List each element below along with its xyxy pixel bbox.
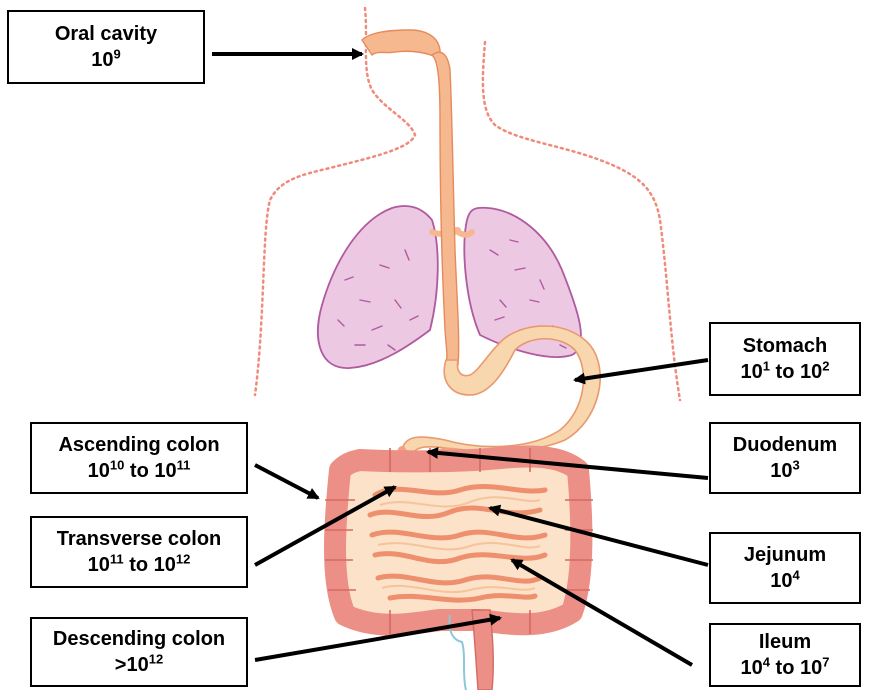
bacteria-count: 104 to 107 <box>741 655 830 681</box>
region-name: Stomach <box>743 333 827 359</box>
count-base: 10 <box>770 460 792 482</box>
count-exponent: 11 <box>177 457 191 472</box>
count-base: 10 <box>88 554 110 576</box>
count-exponent: 12 <box>176 551 190 566</box>
count-text: to <box>124 460 154 482</box>
region-name: Jejunum <box>744 542 826 568</box>
region-name: Ascending colon <box>58 432 219 458</box>
count-exponent: 2 <box>822 358 829 373</box>
count-text: to <box>770 361 800 383</box>
label-ileum: Ileum 104 to 107 <box>709 623 861 687</box>
label-descending-colon: Descending colon >1012 <box>30 617 248 687</box>
label-jejunum: Jejunum 104 <box>709 532 861 604</box>
bacteria-count: >1012 <box>115 652 163 678</box>
bacteria-count: 1011 to 1012 <box>88 552 191 578</box>
count-base: 10 <box>800 657 822 679</box>
count-base: 10 <box>154 554 176 576</box>
count-exponent: 12 <box>149 651 163 666</box>
label-duodenum: Duodenum 103 <box>709 422 861 494</box>
label-oral-cavity: Oral cavity 109 <box>7 10 205 84</box>
count-base: 10 <box>154 460 176 482</box>
label-ascending-colon: Ascending colon 1010 to 1011 <box>30 422 248 494</box>
count-base: 10 <box>91 49 113 71</box>
region-name: Descending colon <box>53 626 225 652</box>
count-exponent: 1 <box>763 358 770 373</box>
arrow-ascending-colon <box>255 465 318 498</box>
count-exponent: 7 <box>822 654 829 669</box>
bacteria-count: 101 to 102 <box>741 359 830 385</box>
bacteria-count: 109 <box>91 47 120 73</box>
bacteria-count: 1010 to 1011 <box>88 458 191 484</box>
count-exponent: 4 <box>793 567 800 582</box>
region-name: Ileum <box>759 629 811 655</box>
label-transverse-colon: Transverse colon 1011 to 1012 <box>30 516 248 588</box>
count-text: > <box>115 654 127 676</box>
count-base: 10 <box>741 361 763 383</box>
left-lung <box>318 206 438 368</box>
colon <box>325 448 593 634</box>
bacteria-count: 103 <box>770 458 799 484</box>
count-base: 10 <box>88 460 110 482</box>
region-name: Duodenum <box>733 432 837 458</box>
count-base: 10 <box>800 361 822 383</box>
count-exponent: 10 <box>110 457 124 472</box>
count-exponent: 4 <box>763 654 770 669</box>
label-stomach: Stomach 101 to 102 <box>709 322 861 396</box>
bacteria-count: 104 <box>770 568 799 594</box>
region-name: Oral cavity <box>55 21 157 47</box>
count-exponent: 11 <box>110 551 124 566</box>
region-name: Transverse colon <box>57 526 222 552</box>
count-base: 10 <box>741 657 763 679</box>
count-text: to <box>124 554 154 576</box>
count-exponent: 9 <box>114 46 121 61</box>
stomach <box>402 326 600 452</box>
count-base: 10 <box>126 654 148 676</box>
count-text: to <box>770 657 800 679</box>
count-base: 10 <box>770 570 792 592</box>
count-exponent: 3 <box>793 457 800 472</box>
